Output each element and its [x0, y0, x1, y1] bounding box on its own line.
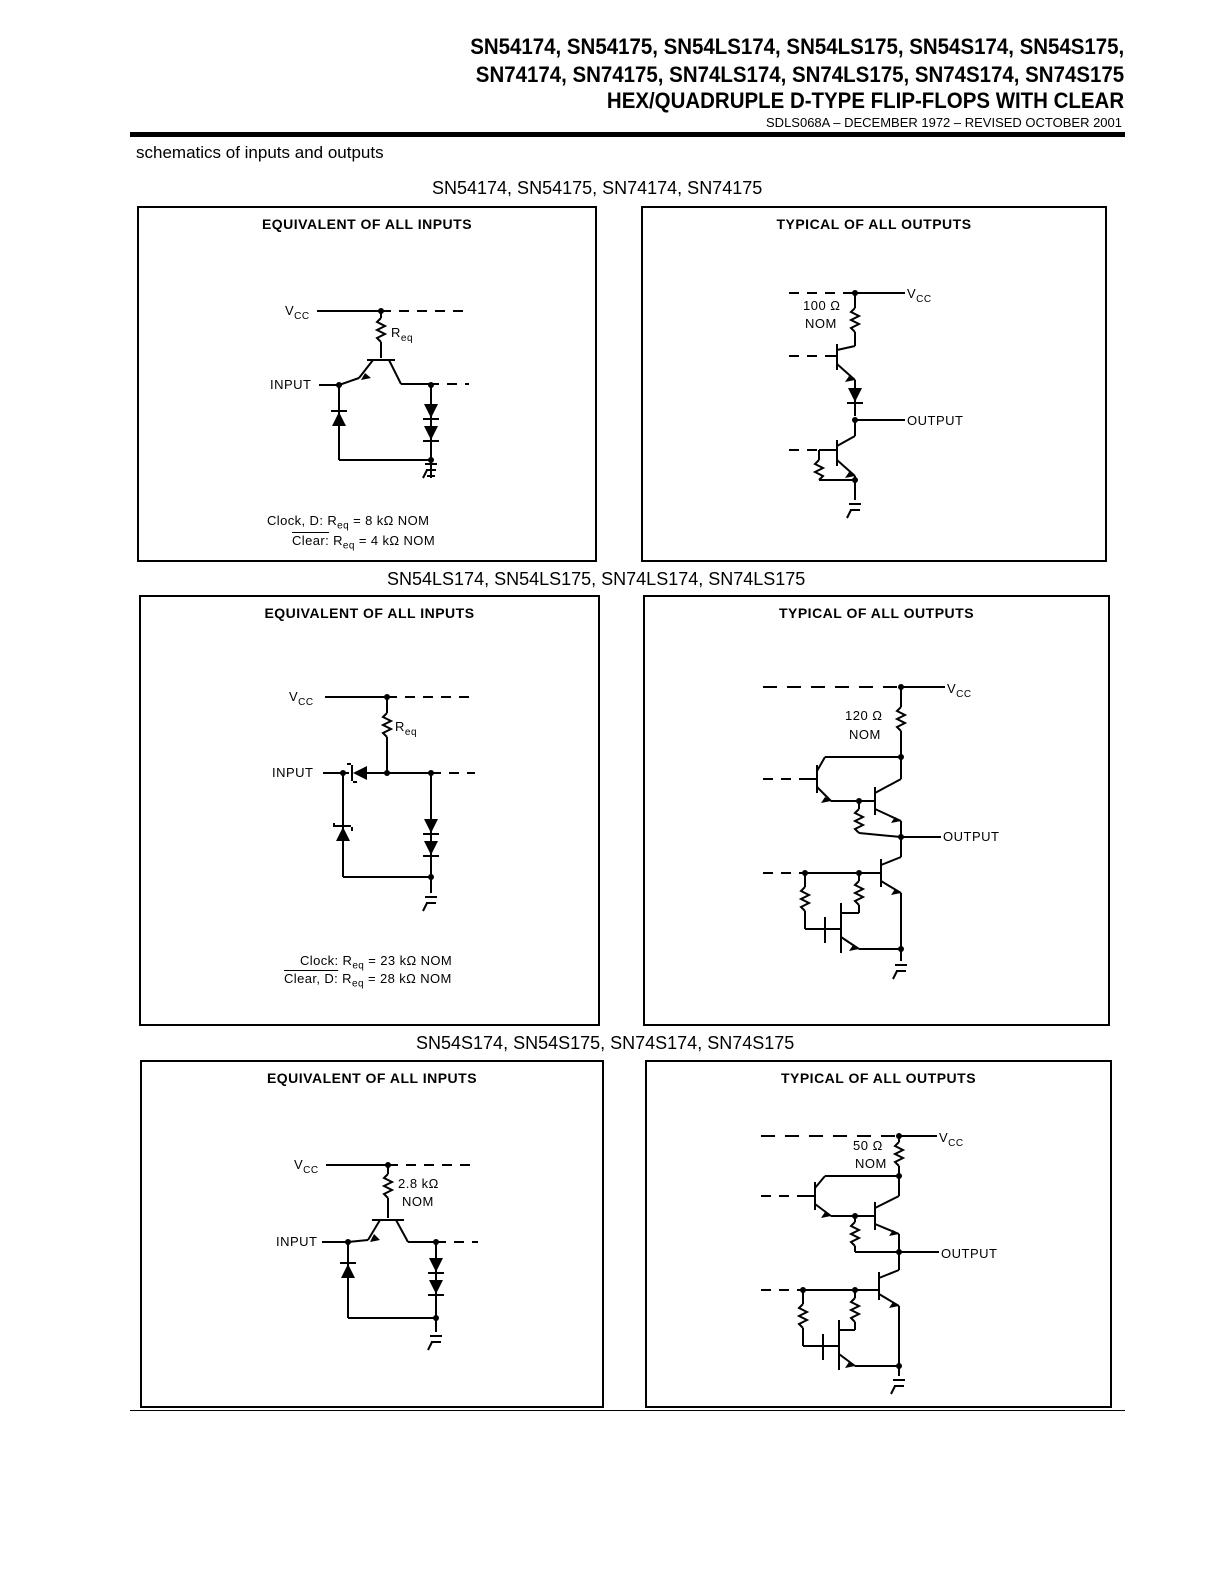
panel-title: TYPICAL OF ALL OUTPUTS — [776, 216, 972, 232]
panel-inputs-standard: EQUIVALENT OF ALL INPUTS — [137, 206, 597, 562]
output-label: OUTPUT — [943, 829, 999, 844]
out-res-label: 100 Ω — [803, 298, 841, 313]
output-label: OUTPUT — [907, 413, 963, 428]
panel-title: EQUIVALENT OF ALL INPUTS — [266, 1070, 478, 1086]
req-note-2: Clear: Req = 4 kΩ NOM — [292, 533, 436, 552]
group-title-standard: SN54174, SN54175, SN74174, SN74175 — [432, 178, 763, 198]
in-nom-label: NOM — [402, 1194, 434, 1209]
panel-title: TYPICAL OF ALL OUTPUTS — [778, 605, 975, 621]
input-label: INPUT — [276, 1234, 318, 1249]
in-res-label: 2.8 kΩ — [398, 1176, 439, 1191]
group-title-s: SN54S174, SN54S175, SN74S174, SN74S175 — [416, 1033, 795, 1053]
input-label: INPUT — [270, 377, 312, 392]
schematic-inputs-s: VCC 2.8 kΩ NOM INPUT — [276, 1157, 478, 1351]
vcc-label: VCC — [939, 1130, 964, 1149]
header-title-line-1: SN54174, SN54175, SN54LS174, SN54LS175, … — [469, 34, 1124, 59]
vcc-label: VCC — [285, 303, 310, 322]
panel-title: TYPICAL OF ALL OUTPUTS — [780, 1070, 977, 1086]
req-note-2: Clear, D: Req = 28 kΩ NOM — [284, 971, 452, 990]
panel-outputs-standard: TYPICAL OF ALL OUTPUTS — [641, 206, 1107, 562]
panel-outputs-s: TYPICAL OF ALL OUTPUTS — [645, 1060, 1112, 1408]
vcc-label: VCC — [294, 1157, 319, 1176]
req-note-1: Clock: Req = 23 kΩ NOM — [300, 953, 453, 972]
schematic-inputs-ls: VCC Req INPUT — [272, 689, 475, 912]
req-note-1: Clock, D: Req = 8 kΩ NOM — [267, 513, 430, 532]
panel-title: EQUIVALENT OF ALL INPUTS — [264, 605, 475, 621]
panel-title: EQUIVALENT OF ALL INPUTS — [261, 216, 473, 232]
section-title: schematics of inputs and outputs — [136, 143, 384, 162]
panel-inputs-s: EQUIVALENT OF ALL INPUTS — [140, 1060, 604, 1408]
panel-outputs-ls: TYPICAL OF ALL OUTPUTS — [643, 595, 1110, 1026]
header-title-line-2: SN74174, SN74175, SN74LS174, SN74LS175, … — [475, 62, 1124, 87]
panel-inputs-ls: EQUIVALENT OF ALL INPUTS — [139, 595, 600, 1026]
out-nom-label: NOM — [849, 727, 881, 742]
header-title-line-3: HEX/QUADRUPLE D-TYPE FLIP-FLOPS WITH CLE… — [606, 88, 1124, 113]
schematic-outputs-ls: VCC 120 Ω NOM OUTPUT — [763, 681, 999, 980]
req-label: Req — [391, 325, 413, 344]
schematic-inputs-standard: VCC Req INPUT — [270, 303, 469, 479]
schematic-outputs-s: VCC 50 Ω NOM OUTPUT — [761, 1130, 997, 1395]
req-label: Req — [395, 719, 417, 738]
output-label: OUTPUT — [941, 1246, 997, 1261]
vcc-label: VCC — [907, 286, 932, 305]
out-res-label: 50 Ω — [853, 1138, 883, 1153]
schematic-outputs-standard: VCC 100 Ω NOM OUTPUT — [789, 286, 963, 519]
document-id: SDLS068A – DECEMBER 1972 – REVISED OCTOB… — [766, 115, 1122, 130]
vcc-label: VCC — [289, 689, 314, 708]
input-label: INPUT — [272, 765, 314, 780]
out-nom-label: NOM — [805, 316, 837, 331]
out-res-label: 120 Ω — [845, 708, 883, 723]
out-nom-label: NOM — [855, 1156, 887, 1171]
bottom-rule — [130, 1410, 1125, 1411]
vcc-label: VCC — [947, 681, 972, 700]
group-title-ls: SN54LS174, SN54LS175, SN74LS174, SN74LS1… — [387, 569, 806, 589]
header-rule — [130, 132, 1125, 137]
